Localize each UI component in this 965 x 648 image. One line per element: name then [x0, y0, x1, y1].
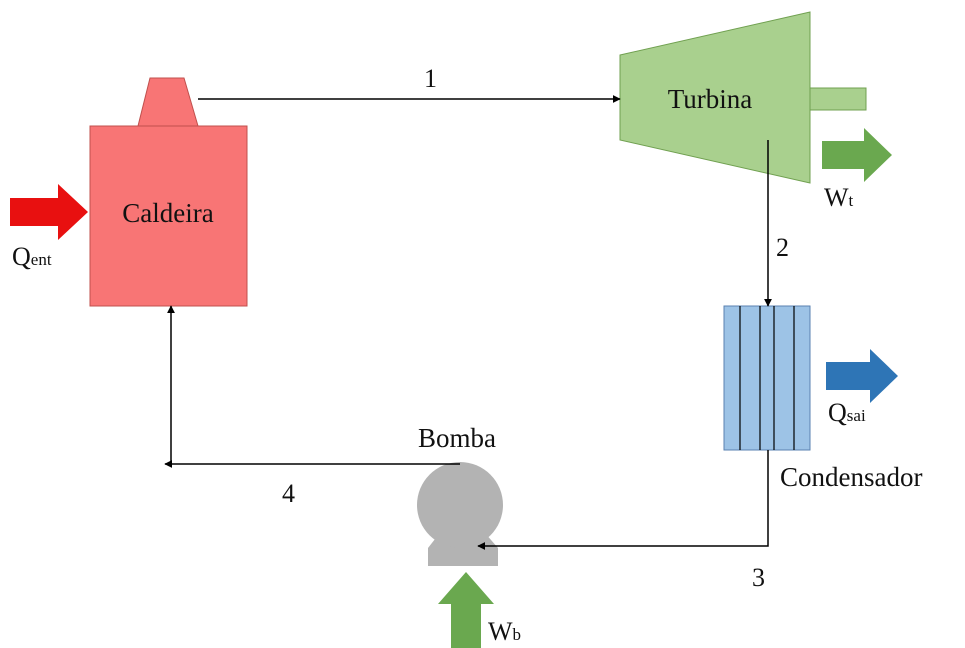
pump-work-subscript: b	[513, 625, 522, 644]
heat-in-arrow-icon	[10, 184, 88, 240]
state-label-2: 2	[776, 233, 789, 262]
turbine-work-subscript: t	[849, 191, 854, 210]
boiler: Caldeira	[89, 77, 248, 307]
turbine-shaft	[809, 87, 867, 111]
boiler-body	[89, 125, 248, 307]
heat-out-arrow-icon	[826, 349, 898, 403]
condenser: Condensador	[723, 305, 922, 492]
pump-work-symbol: W	[488, 617, 513, 646]
turbine-work-label: Wt	[824, 183, 854, 212]
state-label-1: 1	[424, 64, 437, 93]
turbine-label: Turbina	[668, 84, 753, 114]
heat-out-subscript: sai	[847, 406, 866, 425]
boiler-label: Caldeira	[122, 198, 213, 228]
turbine: Turbina	[619, 11, 867, 184]
line-state-3	[477, 450, 769, 550]
flow-lines	[164, 95, 772, 550]
heat-in-symbol: Q	[12, 242, 31, 271]
heat-out-symbol: Q	[828, 398, 847, 427]
heat-in-label: Qent	[12, 242, 52, 271]
boiler-stack	[137, 77, 199, 127]
pump-work-label: Wb	[488, 617, 521, 646]
state-label-4: 4	[282, 479, 295, 508]
heat-out-label: Qsai	[828, 398, 866, 427]
pump-work-arrow-icon	[438, 572, 494, 648]
turbine-body	[619, 11, 811, 184]
heat-in-subscript: ent	[31, 250, 52, 269]
turbine-work-arrow-icon	[822, 128, 892, 182]
condenser-label: Condensador	[780, 462, 922, 492]
pump-label: Bomba	[418, 423, 496, 453]
turbine-work-symbol: W	[824, 183, 849, 212]
pump: Bomba	[417, 423, 503, 566]
pump-casing	[417, 462, 503, 548]
condenser-body	[723, 305, 811, 451]
state-label-3: 3	[752, 563, 765, 592]
